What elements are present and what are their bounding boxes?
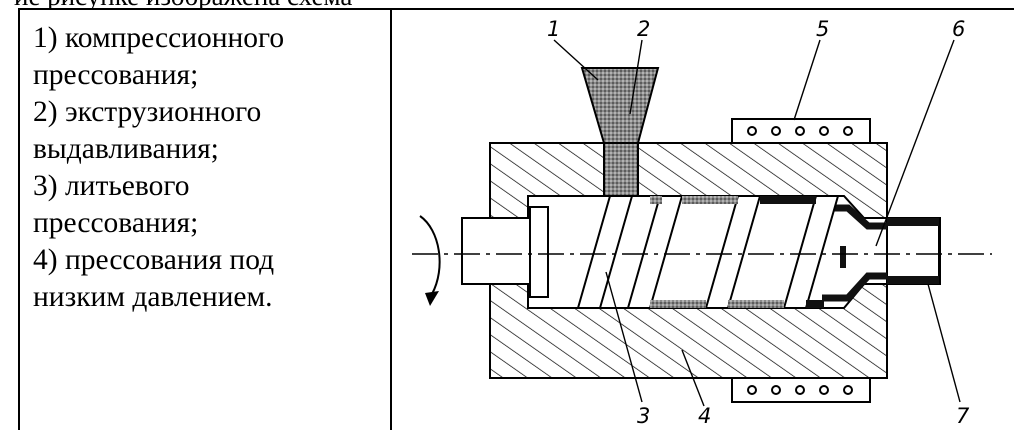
- option-2-line-1: 2) экструзионного: [33, 96, 262, 128]
- polymer-material: [650, 196, 824, 308]
- label-6: 6: [952, 17, 965, 41]
- option-1-line-1: 1) компрессионного: [33, 22, 285, 54]
- cropped-question-line: ие рисунке изображена схема: [14, 0, 352, 10]
- option-1-line-2: прессования;: [33, 59, 199, 91]
- option-4-line-2: низким давлением.: [33, 281, 273, 313]
- screw-flights: [576, 195, 840, 309]
- barrel-housing: [489, 142, 941, 379]
- option-2-line-2: выдавливания;: [33, 133, 219, 165]
- label-2: 2: [637, 17, 650, 41]
- die-nozzle: [822, 204, 940, 302]
- option-3-line-1: 3) литьевого: [33, 170, 190, 202]
- heater-top: [731, 118, 871, 144]
- options-cell: 1) компрессионного прессования; 2) экстр…: [33, 20, 383, 316]
- answer-table: 1) компрессионного прессования; 2) экстр…: [18, 8, 1014, 430]
- cropped-question-text: ие рисунке изображена схема: [0, 0, 1014, 10]
- label-7: 7: [956, 404, 970, 428]
- table-column-divider: [390, 8, 392, 430]
- option-3-line-2: прессования;: [33, 207, 199, 239]
- rotation-arrow-icon: [419, 215, 441, 306]
- table-top-border: [18, 8, 1014, 10]
- feed-hopper: [580, 67, 660, 197]
- option-4-line-1: 4) прессования под: [33, 244, 275, 276]
- label-4: 4: [698, 404, 711, 428]
- label-5: 5: [816, 17, 829, 41]
- extruder-schematic: 1 2 5 6 3 4 7: [392, 10, 1014, 430]
- heater-bottom: [731, 377, 871, 403]
- screw-drive-shaft: [461, 206, 549, 298]
- label-1: 1: [547, 17, 560, 41]
- leader-lines: [553, 39, 961, 407]
- table-left-border: [18, 8, 20, 430]
- label-3: 3: [637, 404, 650, 428]
